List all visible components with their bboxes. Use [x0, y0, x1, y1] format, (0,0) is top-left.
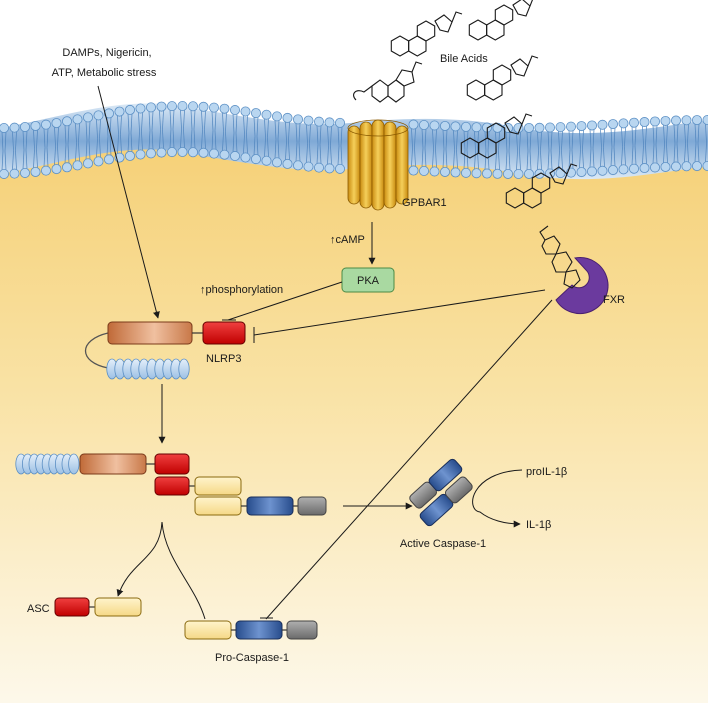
- pro-caspase-label: Pro-Caspase-1: [215, 652, 289, 664]
- stimuli-arrow: [97, 85, 160, 319]
- pka-phosphorylation-line: [227, 281, 343, 321]
- lrr-domain-assembled: [15, 453, 80, 475]
- membrane-heads-outer: [0, 101, 708, 152]
- pro-caspase-1: [184, 620, 318, 640]
- fxr-label: FXR: [603, 294, 625, 306]
- fxr-inhibits-procaspase: [265, 299, 553, 620]
- pka-kinase: [341, 267, 395, 293]
- assembled-inflammasome: [15, 453, 327, 516]
- gpbar1-receptor: [347, 119, 409, 211]
- bile-acids-label: Bile Acids: [440, 53, 488, 65]
- membrane-heads-inner: [0, 128, 708, 179]
- stimuli-label-line1: DAMPs, Nigericin,: [62, 47, 151, 59]
- camp-label: ↑cAMP: [330, 234, 365, 246]
- nlrp3-label: NLRP3: [206, 353, 241, 365]
- stimuli-label-line2: ATP, Metabolic stress: [52, 67, 157, 79]
- pka-label: PKA: [357, 275, 380, 287]
- asc-procaspase-recruitment: [118, 521, 206, 620]
- pro-il1b-label: proIL-1β: [526, 466, 567, 478]
- il1b-processing-arrow: [472, 469, 523, 528]
- nlrp3-complex: [84, 321, 246, 380]
- asc-protein: [54, 597, 142, 617]
- gpbar1-label: GPBAR1: [402, 197, 447, 209]
- lrr-domain: [106, 358, 190, 380]
- active-caspase-1: [409, 458, 473, 527]
- bound-bile-acid: [353, 61, 423, 103]
- bile-acid-molecules: [390, 0, 578, 209]
- pathway-arrows: [97, 85, 553, 620]
- fxr-inhibits-nlrp3: [253, 289, 546, 336]
- asc-label: ASC: [27, 603, 50, 615]
- active-caspase-label: Active Caspase-1: [400, 538, 486, 550]
- fxr-receptor: [539, 225, 609, 315]
- il1b-label: IL-1β: [526, 519, 551, 531]
- phosphorylation-label: ↑phosphorylation: [200, 284, 283, 296]
- cytoplasm: [0, 125, 708, 703]
